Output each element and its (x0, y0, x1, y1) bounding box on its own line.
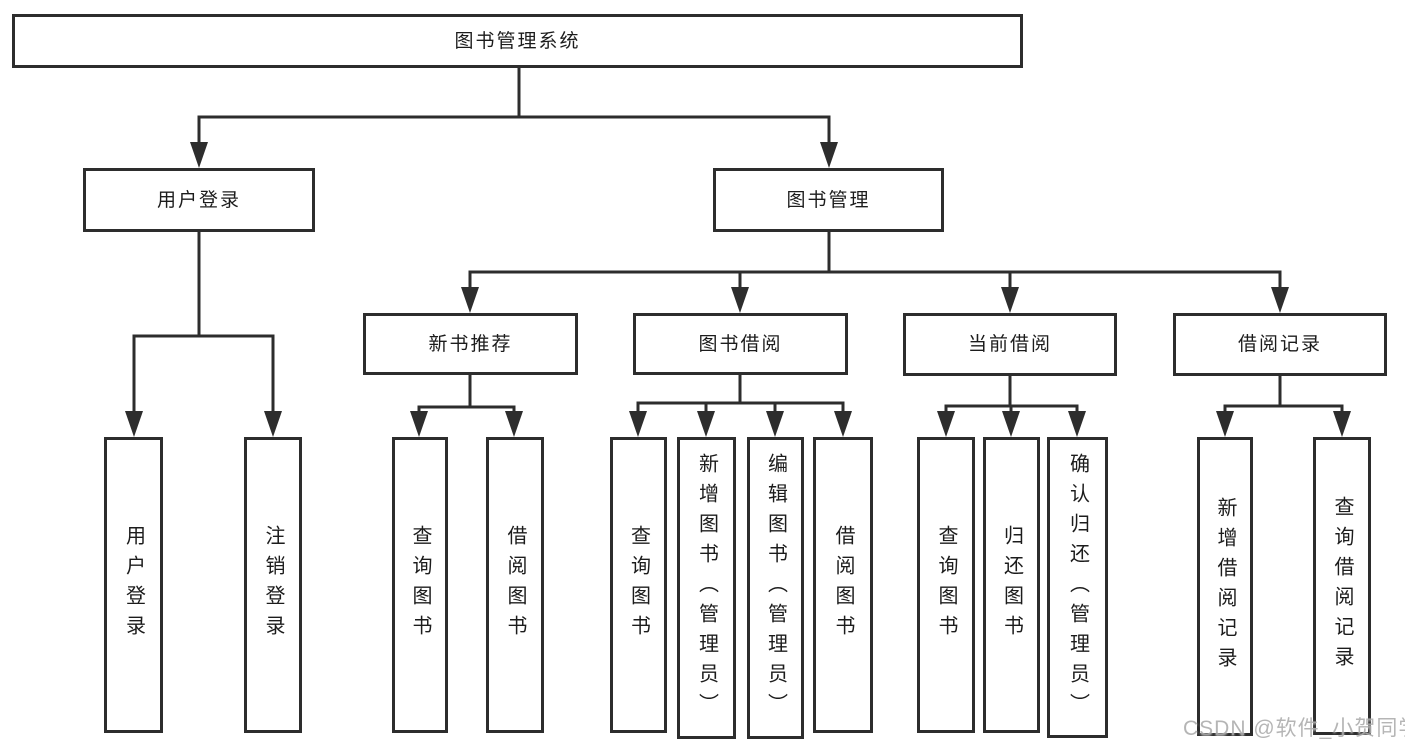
arrowhead-icon (461, 287, 479, 313)
leaf-borrow-books-recommend: 借阅图书 (486, 437, 544, 733)
node-current-borrowing: 当前借阅 (903, 313, 1117, 376)
leaf-confirm-return-admin-label: 确认归还（管理员） (1066, 452, 1089, 723)
arrowhead-icon (125, 411, 143, 437)
node-new-book-recommendation: 新书推荐 (363, 313, 578, 375)
node-book-borrowing: 图书借阅 (633, 313, 848, 375)
arrowhead-icon (820, 142, 838, 168)
leaf-query-books-recommend: 查询图书 (392, 437, 448, 733)
connector-current-borrowing (937, 376, 1086, 437)
node-book-borrowing-label: 图书借阅 (698, 333, 783, 355)
leaf-borrow-books-borrow: 借阅图书 (813, 437, 873, 733)
arrowhead-icon (697, 411, 715, 437)
leaf-logout-login: 注销登录 (244, 437, 302, 733)
connector-book-management (461, 232, 1289, 313)
leaf-borrow-books-borrow-label: 借阅图书 (832, 525, 854, 645)
arrowhead-icon (1068, 411, 1086, 437)
leaf-confirm-return-admin: 确认归还（管理员） (1047, 437, 1108, 738)
node-borrowing-records-label: 借阅记录 (1237, 334, 1322, 355)
leaf-return-book-label: 归还图书 (1000, 525, 1023, 645)
leaf-add-borrow-record-label: 新增借阅记录 (1214, 496, 1236, 677)
arrowhead-icon (766, 411, 784, 437)
leaf-borrow-books-recommend-label: 借阅图书 (504, 525, 526, 645)
connector-book-borrowing (629, 375, 852, 437)
arrowhead-icon (731, 287, 749, 313)
node-user-login-label: 用户登录 (156, 189, 241, 211)
arrowhead-icon (505, 411, 523, 437)
node-user-login: 用户登录 (83, 168, 315, 232)
csdn-watermark: CSDN @软件_小贺同学 (1183, 717, 1405, 740)
leaf-add-book-admin: 新增图书（管理员） (677, 437, 736, 739)
arrowhead-icon (1216, 411, 1234, 437)
leaf-add-borrow-record: 新增借阅记录 (1197, 437, 1253, 736)
arrowhead-icon (1001, 287, 1019, 313)
node-book-management: 图书管理 (713, 168, 944, 232)
node-library-management-system-label: 图书管理系统 (454, 30, 581, 52)
arrowhead-icon (1271, 287, 1289, 313)
node-borrowing-records: 借阅记录 (1173, 313, 1387, 376)
connector-user-login (125, 232, 282, 437)
node-current-borrowing-label: 当前借阅 (967, 334, 1052, 355)
connector-root (190, 68, 838, 168)
leaf-edit-book-admin: 编辑图书（管理员） (747, 437, 804, 739)
leaf-return-book: 归还图书 (983, 437, 1040, 733)
arrowhead-icon (629, 411, 647, 437)
leaf-query-books-recommend-label: 查询图书 (409, 525, 431, 645)
arrowhead-icon (1333, 411, 1351, 437)
arrowhead-icon (264, 411, 282, 437)
arrowhead-icon (410, 411, 428, 437)
leaf-query-books-current-label: 查询图书 (935, 525, 957, 645)
leaf-add-book-admin-label: 新增图书（管理员） (695, 453, 718, 723)
leaf-user-login-label: 用户登录 (122, 525, 145, 645)
leaf-logout-login-label: 注销登录 (262, 525, 284, 645)
node-new-book-recommendation-label: 新书推荐 (428, 333, 513, 355)
leaf-query-borrow-record: 查询借阅记录 (1313, 437, 1371, 735)
arrowhead-icon (937, 411, 955, 437)
leaf-user-login: 用户登录 (104, 437, 163, 733)
connector-borrowing-records (1216, 376, 1351, 437)
leaf-edit-book-admin-label: 编辑图书（管理员） (764, 453, 787, 723)
arrowhead-icon (1002, 411, 1020, 437)
arrowhead-icon (190, 142, 208, 168)
leaf-query-books-borrow-label: 查询图书 (627, 525, 650, 645)
connector-new-book-recommendation (410, 375, 523, 437)
leaf-query-borrow-record-label: 查询借阅记录 (1331, 496, 1353, 676)
arrowhead-icon (834, 411, 852, 437)
node-library-management-system: 图书管理系统 (12, 14, 1023, 68)
node-book-management-label: 图书管理 (786, 189, 871, 211)
leaf-query-books-current: 查询图书 (917, 437, 975, 733)
leaf-query-books-borrow: 查询图书 (610, 437, 667, 733)
